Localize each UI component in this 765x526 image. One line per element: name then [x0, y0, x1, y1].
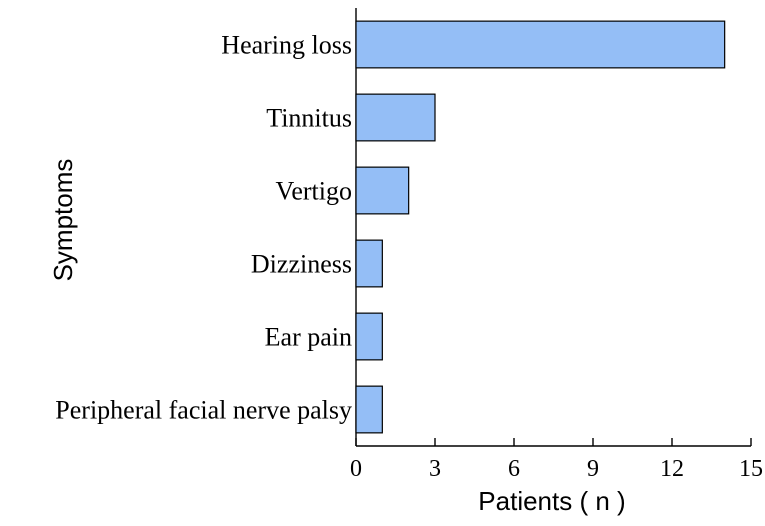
x-tick-label: 0	[350, 456, 362, 482]
bar-vertigo	[355, 166, 410, 215]
category-label-dizziness: Dizziness	[251, 250, 352, 279]
category-label-hearing-loss: Hearing loss	[221, 31, 352, 60]
category-label-peripheral-facial-nerve-palsy: Peripheral facial nerve palsy	[55, 396, 352, 425]
bars-group	[355, 20, 726, 434]
category-label-tinnitus: Tinnitus	[266, 104, 352, 133]
bar-tinnitus	[355, 93, 436, 142]
x-axis-title: Patients ( n )	[478, 486, 625, 516]
category-labels: Hearing lossTinnitusVertigoDizzinessEar …	[55, 31, 352, 425]
x-tick-label: 12	[660, 456, 684, 482]
category-label-ear-pain: Ear pain	[265, 323, 352, 352]
category-label-vertigo: Vertigo	[275, 177, 352, 206]
x-tick-label: 9	[587, 456, 599, 482]
x-tick-label: 6	[508, 456, 520, 482]
x-tick-label: 15	[739, 456, 763, 482]
bar-dizziness	[355, 239, 383, 288]
bar-peripheral-facial-nerve-palsy	[355, 385, 383, 434]
bar-ear-pain	[355, 312, 383, 361]
bar-hearing-loss	[355, 20, 726, 69]
x-ticks-group: 0 3 6 9 12 15	[350, 438, 763, 482]
y-axis-title: Symptoms	[48, 159, 78, 282]
x-tick-label: 3	[429, 456, 441, 482]
